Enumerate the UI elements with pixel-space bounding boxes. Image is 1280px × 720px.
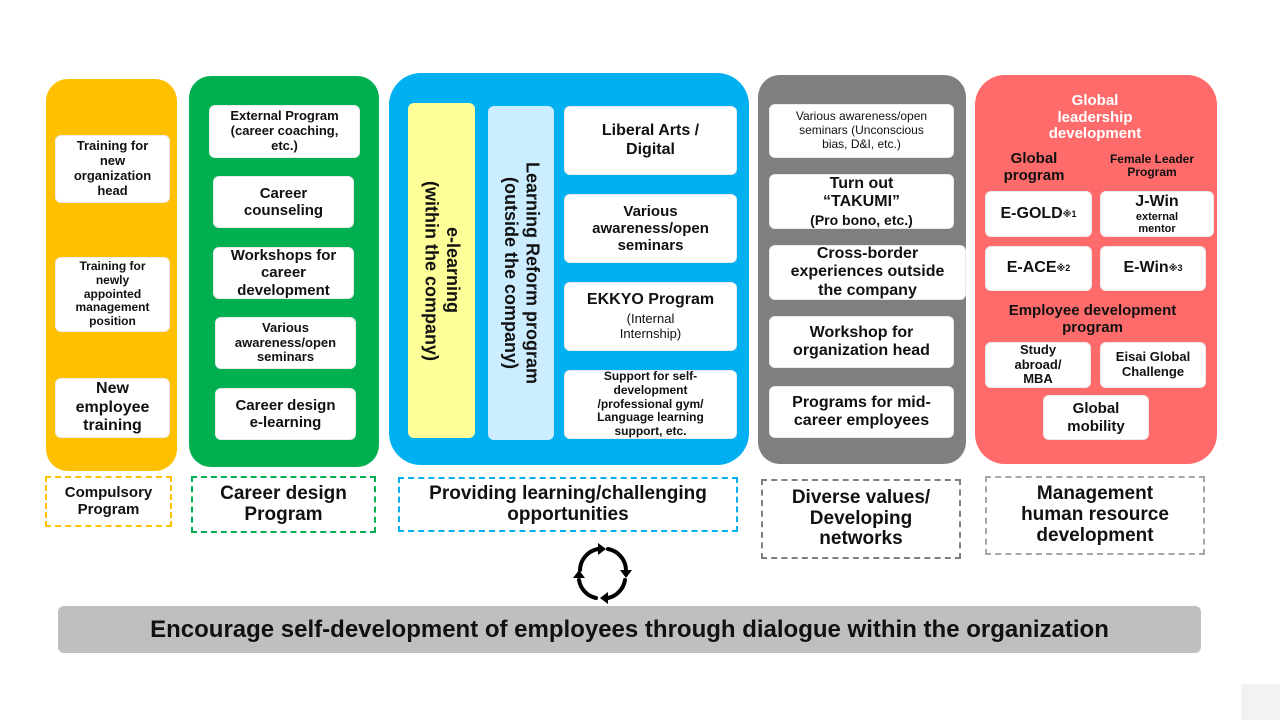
eace-box: E-ACE※2 [985,246,1092,291]
career-label: Career design Program [191,476,376,533]
ekkyo-sub: (Internal Internship) [619,311,682,342]
learning-item-4: Support for self- development /professio… [564,369,737,439]
learning-reform-text: Learning Reform program (outside the com… [501,161,543,385]
elearning-text: e-learning (within the company) [421,180,464,361]
jwin-box: J-Win external mentor [1100,191,1214,237]
ewin-note: ※3 [1168,263,1183,274]
global-leadership-header: Global leadership development [1048,92,1142,142]
global-mobility-box: Global mobility [1043,395,1149,440]
compulsory-item-3: New employee training [55,378,170,438]
global-program-header: Global program [1003,150,1065,184]
eisai-global-box: Eisai Global Challenge [1100,342,1206,388]
egold-note: ※1 [1062,208,1077,219]
takumi-title: Turn out “TAKUMI” [822,175,901,211]
egold-box: E-GOLD※1 [985,191,1092,237]
jwin-sub: external mentor [1135,211,1179,236]
egold-text: E-GOLD [1000,204,1063,222]
learning-item-1: Liberal Arts / Digital [564,106,737,175]
diverse-item-1: Various awareness/open seminars (Unconsc… [769,104,954,158]
compulsory-item-1: Training for new organization head [55,135,170,203]
career-item-5: Career design e-learning [215,388,356,440]
diverse-item-3: Cross-border experiences outside the com… [769,245,966,300]
learning-item-3: EKKYO Program (Internal Internship) [564,282,737,351]
ewin-text: E-Win [1123,259,1169,277]
compulsory-label: Compulsory Program [45,476,172,527]
career-item-4: Various awareness/open seminars [215,317,356,369]
career-item-3: Workshops for career development [213,247,354,299]
career-item-1: External Program (career coaching, etc.) [209,105,360,158]
learning-label: Providing learning/challenging opportuni… [398,477,738,532]
corner-placeholder [1241,684,1280,720]
learning-reform-box: Learning Reform program (outside the com… [488,106,554,440]
learning-item-2: Various awareness/open seminars [564,194,737,263]
diverse-item-2: Turn out “TAKUMI” (Pro bono, etc.) [769,174,954,229]
eace-note: ※2 [1056,263,1071,274]
study-abroad-box: Study abroad/ MBA [985,342,1091,388]
diverse-item-4: Workshop for organization head [769,316,954,368]
footer-banner: Encourage self-development of employees … [58,606,1201,653]
elearning-box: e-learning (within the company) [408,103,475,438]
takumi-sub: (Pro bono, etc.) [810,211,913,228]
female-leader-header: Female Leader Program [1109,152,1195,180]
diverse-item-5: Programs for mid- career employees [769,386,954,438]
career-item-2: Career counseling [213,176,354,228]
refresh-cycle-icon [573,543,632,604]
diverse-label: Diverse values/ Developing networks [761,479,961,559]
eace-text: E-ACE [1006,259,1057,277]
ewin-box: E-Win※3 [1100,246,1206,291]
ekkyo-title: EKKYO Program [586,290,715,308]
jwin-text: J-Win [1135,192,1179,210]
management-label: Management human resource development [985,476,1205,555]
employee-development-header: Employee development program [1008,302,1177,336]
compulsory-item-2: Training for newly appointed management … [55,257,170,332]
